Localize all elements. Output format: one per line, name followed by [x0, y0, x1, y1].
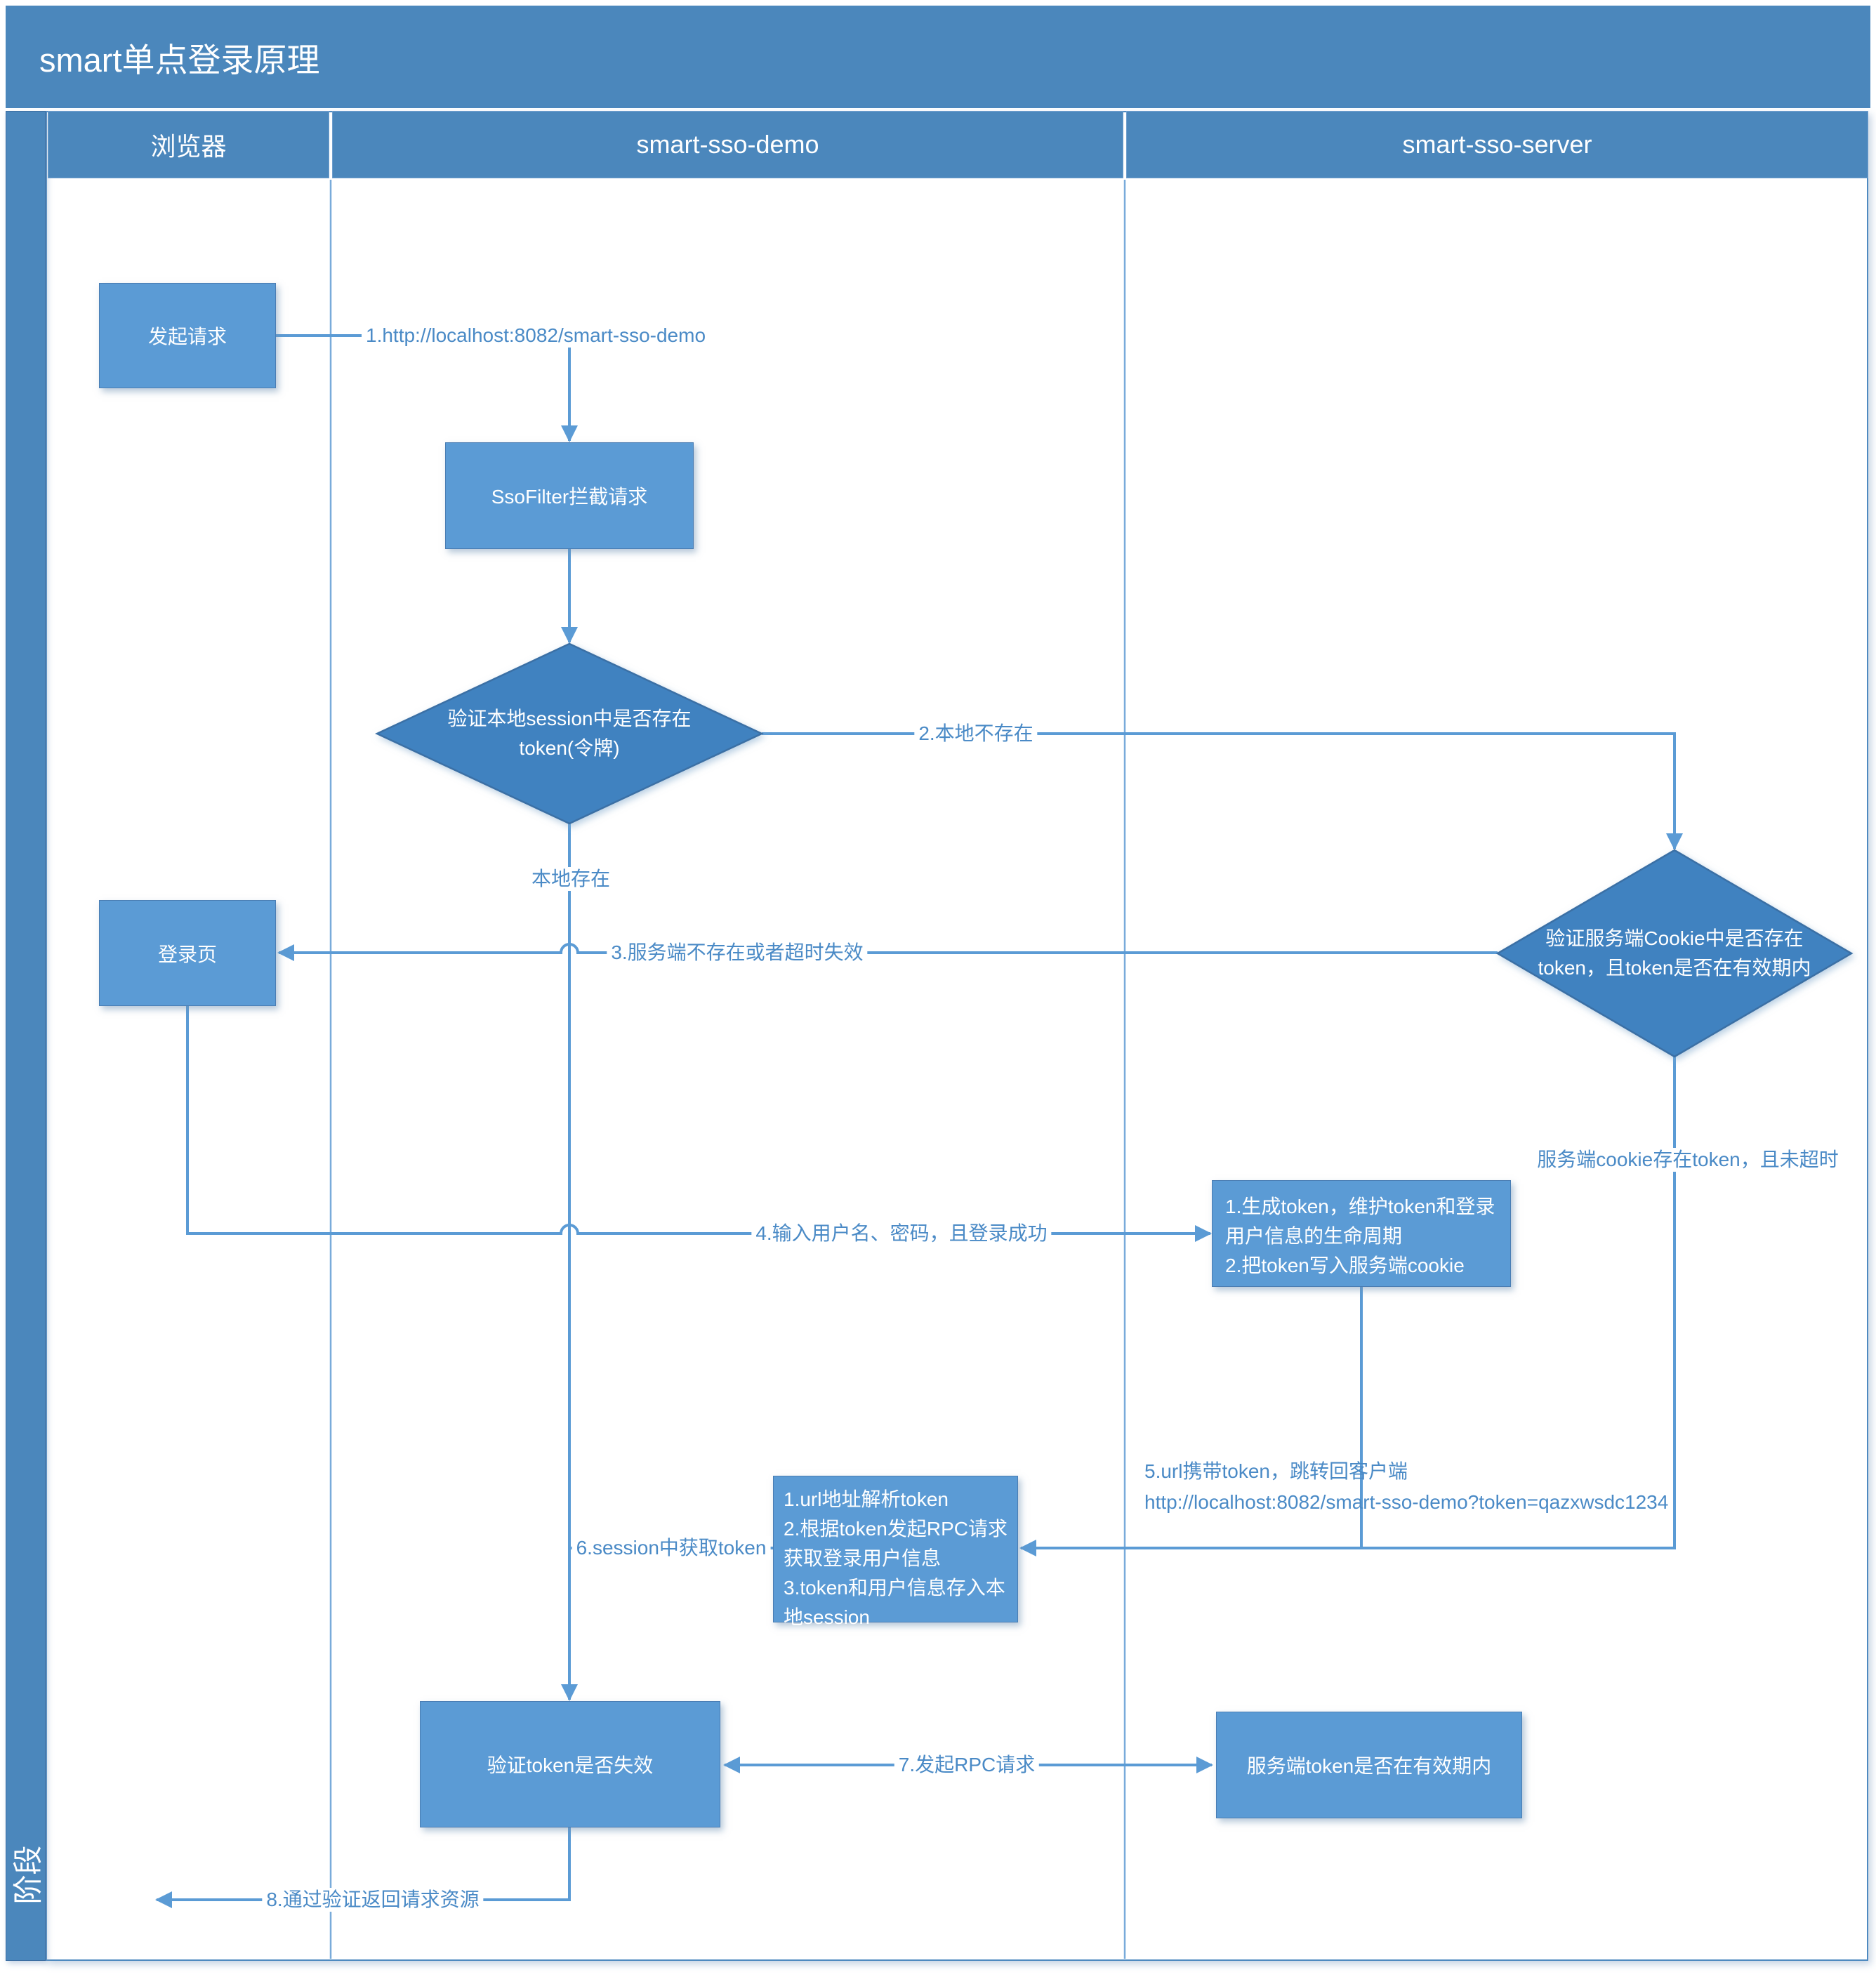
edge-label-8: 8.通过验证返回请求资源: [262, 1888, 484, 1912]
edge-label-5-line-1: 5.url携带token，跳转回客户端: [1144, 1460, 1408, 1482]
node-login-page: 登录页: [99, 900, 276, 1006]
node-request: 发起请求: [99, 283, 276, 388]
edge-label-5-line-2: http://localhost:8082/smart-sso-demo?tok…: [1144, 1491, 1669, 1513]
node-gen-token: 1.生成token，维护token和登录用户信息的生命周期 2.把token写入…: [1212, 1180, 1511, 1287]
connector-server-missing-to-login: [277, 943, 1498, 961]
lane-header-browser: 浏览器: [48, 111, 329, 178]
diamond-server-cookie-text: 验证服务端Cookie中是否存在 token，且token是否在有效期内: [1538, 927, 1811, 979]
phase-strip: [6, 111, 46, 1961]
node-verify-token: 验证token是否失效: [420, 1701, 720, 1827]
connector-login-to-gentoken: [186, 1006, 1212, 1242]
lane-header-smart-sso-demo: smart-sso-demo: [332, 111, 1123, 178]
diamond-local-session-text: 验证本地session中是否存在 token(令牌): [447, 708, 692, 759]
edge-label-2: 2.本地不存在: [914, 722, 1038, 746]
parse-token-line-3: 3.token和用户信息存入本地session: [784, 1577, 1005, 1628]
diamond-local-session-check: [375, 642, 764, 825]
gen-token-line-2: 2.把token写入服务端cookie: [1225, 1255, 1465, 1276]
connector-redirect-to-parse: [1019, 1057, 1676, 1556]
diamond-server-cookie-check: [1495, 849, 1854, 1058]
diagram-body: [46, 111, 1868, 1961]
edge-label-local-exists: 本地存在: [527, 867, 615, 891]
edge-label-3: 3.服务端不存在或者超时失效: [607, 941, 868, 965]
edge-label-4: 4.输入用户名、密码，且登录成功: [751, 1222, 1052, 1245]
connector-request-to-filter: [276, 334, 578, 442]
edge-label-5: 5.url携带token，跳转回客户端 http://localhost:808…: [1144, 1456, 1668, 1518]
edge-label-7: 7.发起RPC请求: [894, 1753, 1040, 1777]
connector-local-missing: [762, 732, 1683, 850]
gen-token-line-1: 1.生成token，维护token和登录用户信息的生命周期: [1225, 1196, 1495, 1247]
page-title: smart单点登录原理: [6, 6, 1870, 108]
node-server-token-check: 服务端token是否在有效期内: [1216, 1712, 1522, 1818]
parse-token-line-2: 2.根据token发起RPC请求获取登录用户信息: [784, 1518, 1008, 1569]
lane-header-smart-sso-server: smart-sso-server: [1126, 111, 1868, 178]
edge-label-1: 1.http://localhost:8082/smart-sso-demo: [362, 324, 711, 348]
edge-label-6: 6.session中获取token: [572, 1536, 771, 1560]
edge-label-cookie-valid: 服务端cookie存在token，且未超时: [1533, 1148, 1843, 1172]
node-parse-token: 1.url地址解析token 2.根据token发起RPC请求获取登录用户信息 …: [773, 1476, 1018, 1628]
parse-token-line-1: 1.url地址解析token: [784, 1488, 949, 1510]
node-sso-filter: SsoFilter拦截请求: [445, 442, 694, 549]
